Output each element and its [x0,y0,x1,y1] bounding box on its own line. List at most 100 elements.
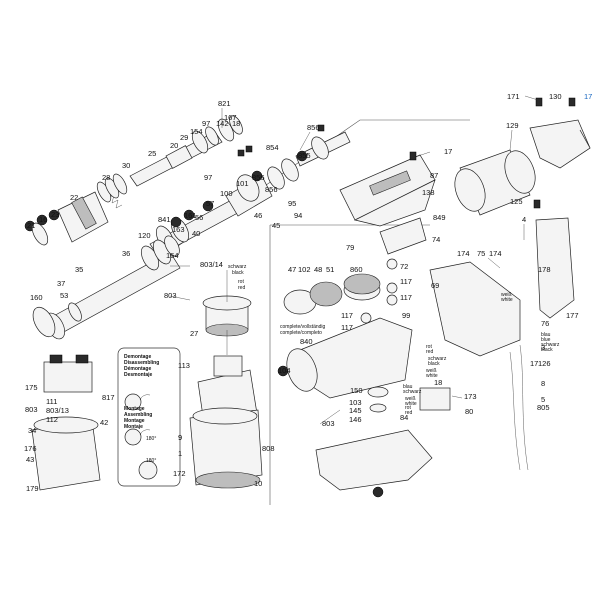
label-37: 37 [57,279,65,288]
label-167: 167 [224,113,237,122]
instr-assembling: Assembling [124,412,152,418]
gear-housing-cover [339,154,436,227]
label-79: 79 [346,243,354,252]
label-117b: 117 [400,293,412,302]
label-8: 8 [541,379,545,388]
label-94: 94 [294,211,302,220]
label-112: 112 [46,415,58,424]
bearings-117 [360,258,398,324]
label-100: 100 [220,189,233,198]
armature-803 [202,270,252,355]
label-130: 130 [549,92,562,101]
label-174b: 174 [489,249,502,258]
label-102: 102 [298,265,311,274]
label-40: 40 [192,229,200,238]
anno-red: red [238,285,245,291]
gear-shaft-120-164 [140,235,180,271]
anno-complete-2: complete/completo [280,330,322,336]
label-101: 101 [236,179,249,188]
guide-tube-35 [32,251,181,340]
label-163: 163 [172,225,185,234]
anno-blue: blue [541,337,551,343]
label-178: 178 [538,265,551,274]
anno-blau: blau [541,332,551,338]
label-817: 817 [102,393,115,402]
label-103: 103 [349,398,362,407]
motor-housing [189,369,263,489]
label-35: 35 [75,265,83,274]
anno-schwarz-3: schwarz [428,356,447,362]
label-84: 84 [400,413,408,422]
anno-black-2: black [541,347,553,353]
label-808: 808 [262,444,275,453]
label-126: 126 [538,359,551,368]
label-30: 30 [122,161,130,170]
crank-74 [379,217,427,255]
anno-weiss-c: weiß [405,396,416,402]
anno-schwarz: schwarz [228,264,247,270]
label-171: 171 [507,92,520,101]
label-179: 179 [26,484,39,493]
gear-860 [343,273,381,301]
instr-montaje: Montaje [124,424,143,430]
label-146: 146 [349,415,362,424]
label-855: 855 [298,151,311,160]
label-803c: 803 [322,419,335,428]
label-111: 111 [46,397,57,406]
label-125: 125 [510,197,523,206]
label-805: 805 [537,403,550,412]
label-164: 164 [166,251,179,260]
anno-white-a: white [501,297,513,303]
label-177: 177 [566,311,579,320]
label-17b: 17 [444,147,452,156]
bellows-129 [454,149,536,216]
label-120: 120 [138,231,151,240]
label-841: 841 [158,215,171,224]
label-17a: 17 [584,92,592,101]
label-20: 20 [170,141,178,150]
label-145: 145 [349,406,362,415]
label-5: 5 [541,395,545,404]
label-174a: 174 [457,249,470,258]
label-72: 72 [400,262,408,271]
label-856c: 856 [265,185,278,194]
label-95: 95 [288,199,296,208]
label-10: 10 [254,479,262,488]
label-16: 16 [39,215,47,224]
instr-montage: Montage [124,406,145,412]
label-821: 821 [218,99,231,108]
label-27: 27 [190,329,198,338]
instr-angle-1: 180° [146,436,156,442]
label-803b: 803 [25,405,38,414]
label-25: 25 [148,149,156,158]
anno-weiss-a: weiß [501,292,512,298]
label-3: 3 [541,343,545,352]
label-160: 160 [30,293,43,302]
label-34: 34 [28,426,36,435]
seal-rings-21-16-23 [24,209,60,246]
anno-white-c: white [405,401,417,407]
label-22: 22 [70,193,78,202]
ram-855 [295,124,351,167]
label-17c: 17 [530,359,538,368]
handle-frame-174 [429,261,521,357]
anno-black-3: black [428,361,440,367]
leader-lines [169,95,539,425]
label-176: 176 [24,444,37,453]
label-51: 51 [326,265,334,274]
screws-right [409,97,576,209]
label-76: 76 [541,319,549,328]
label-46: 46 [254,211,262,220]
label-99: 99 [402,311,410,320]
motor-housing-840 [277,317,413,399]
label-860: 860 [350,265,363,274]
switch-plate-150 [367,386,389,413]
label-117c: 117 [341,311,353,320]
label-23: 23 [51,210,59,219]
brush-cover-176 [31,416,101,491]
instr-montage-fr: Montage [124,418,145,424]
label-29: 29 [180,133,188,142]
handle-176-rear [535,217,575,319]
brush-holder-assembly [43,354,93,393]
